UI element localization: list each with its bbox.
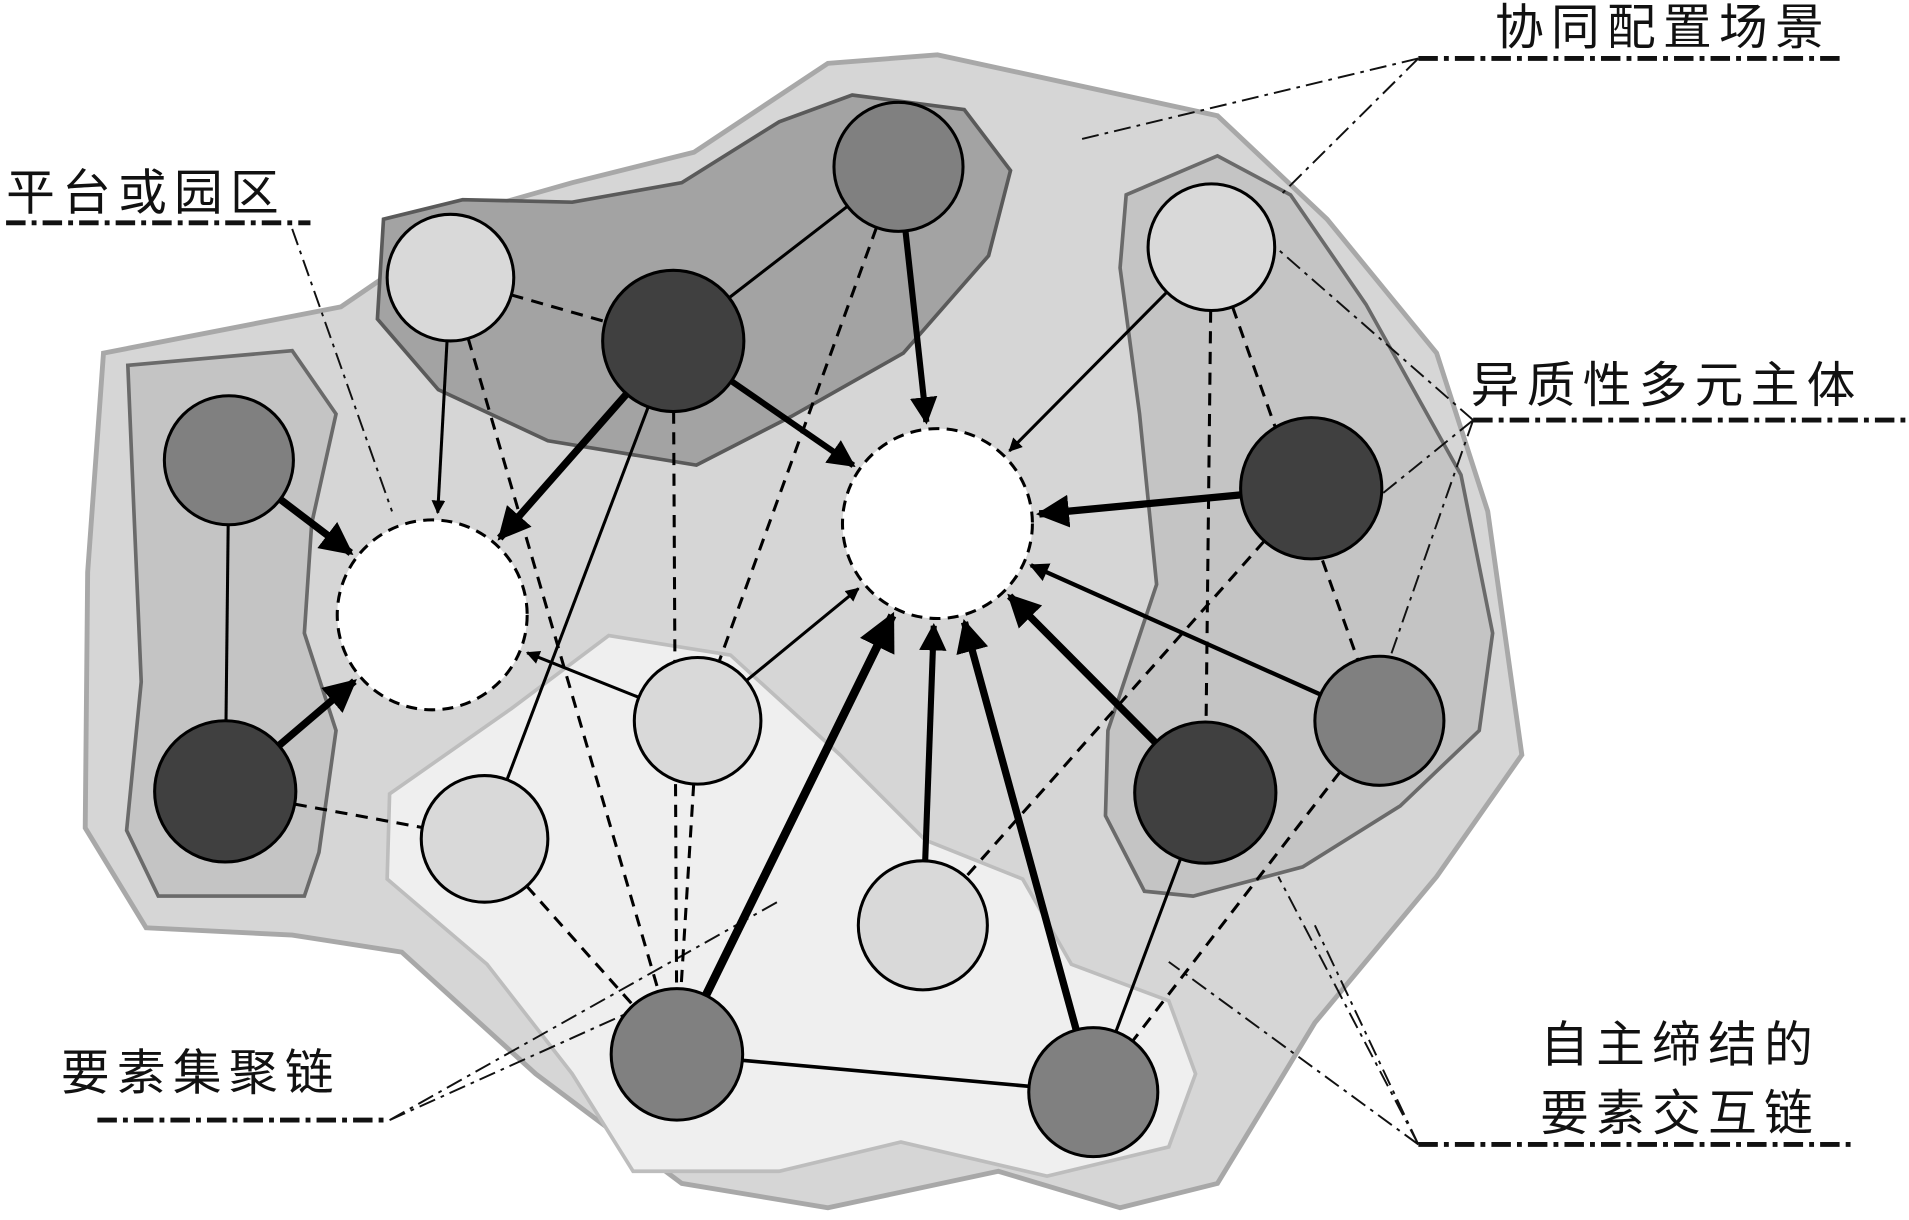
label-aggregation-chain: 要素集聚链 [61,1046,341,1102]
label-platform: 平台或园区 [6,165,286,221]
interaction-link-dashed [466,337,660,992]
interaction-link [728,205,849,299]
interaction-link-dashed [964,540,1266,879]
label-actors: 异质性多元主体 [1471,358,1863,414]
interaction-link-dashed [525,885,635,1007]
interaction-link [1114,858,1182,1033]
interaction-link [224,524,230,721]
interaction-link-dashed [679,783,696,989]
aggregation-arrow [276,678,357,749]
aggregation-arrow [745,587,860,682]
aggregation-arrow [956,619,1080,1031]
label-interaction-chain-2: 要素交互链 [1540,1086,1820,1142]
aggregation-arrow [1008,291,1168,452]
aggregation-arrow [1029,563,1322,697]
interaction-link [742,1058,1030,1089]
actor-node-light [419,774,550,904]
interaction-link [505,406,650,781]
label-interaction-chain-1: 自主缔结的 [1540,1018,1820,1074]
label-scene: 协同配置场景 [1495,0,1831,56]
interaction-link-dashed [672,411,679,989]
interaction-link-dashed [717,226,878,662]
interaction-link-dashed [1204,310,1213,723]
actor-node-mid [162,394,295,527]
aggregation-arrow [902,230,938,425]
platform-hub-node [335,518,529,712]
actor-node-mid [1027,1026,1160,1159]
interaction-link-dashed [510,293,606,324]
actor-node-dark [601,268,746,414]
actor-node-light [1146,182,1277,313]
actor-node-light [632,655,763,786]
aggregation-arrow [919,623,947,861]
aggregation-arrow [278,496,354,556]
interaction-subregion [385,633,1198,1179]
leader-lines [6,56,1909,1147]
aggregation-arrow [729,378,856,468]
actor-node-dark [153,719,298,864]
actor-node-dark [1133,720,1278,865]
platform-hub-node [840,427,1034,621]
actor-node-light [385,212,516,343]
aggregation-arrow [702,611,897,998]
actor-node-dark [1239,416,1384,561]
aggregation-arrow [431,340,449,515]
interaction-link-dashed [294,802,423,829]
aggregation-arrow [497,391,630,541]
actor-node-mid [609,987,745,1122]
aggregation-arrow [1007,593,1159,746]
actor-node-mid [832,100,965,233]
actor-node-mid [1313,654,1446,787]
aggregation-arrow [525,650,640,699]
actor-node-light [856,859,989,992]
interaction-link-dashed [1131,770,1342,1042]
